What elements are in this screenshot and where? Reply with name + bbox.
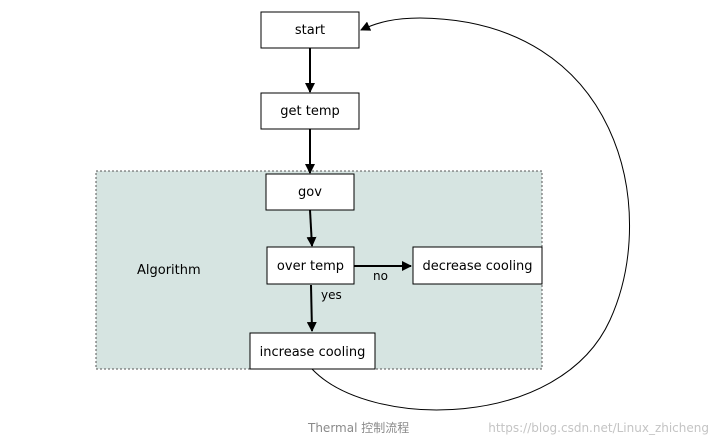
edge-gov-to-over-temp — [306, 209, 317, 247]
node-increase-cooling: increase cooling — [249, 332, 376, 370]
node-get-temp: get temp — [260, 92, 360, 130]
node-over-temp-label: over temp — [277, 259, 344, 274]
node-gov-label: gov — [298, 185, 322, 200]
node-gov: gov — [265, 173, 355, 211]
node-get-temp-label: get temp — [280, 104, 340, 119]
figure-caption: Thermal 控制流程 — [307, 420, 409, 435]
node-start: start — [260, 11, 360, 49]
node-decrease-cooling-label: decrease cooling — [422, 259, 532, 274]
watermark-url: https://blog.csdn.net/Linux_zhicheng — [488, 421, 709, 435]
edge-label-yes: yes — [321, 288, 342, 302]
loop-back-edge — [311, 17, 631, 411]
node-over-temp: over temp — [266, 246, 355, 285]
algorithm-group-label: Algorithm — [137, 263, 201, 278]
node-increase-cooling-label: increase cooling — [260, 345, 366, 360]
node-start-label: start — [295, 23, 325, 38]
node-decrease-cooling: decrease cooling — [412, 246, 543, 285]
edge-over-temp-to-increase-cooling — [306, 284, 317, 332]
edge-label-no: no — [373, 269, 388, 283]
